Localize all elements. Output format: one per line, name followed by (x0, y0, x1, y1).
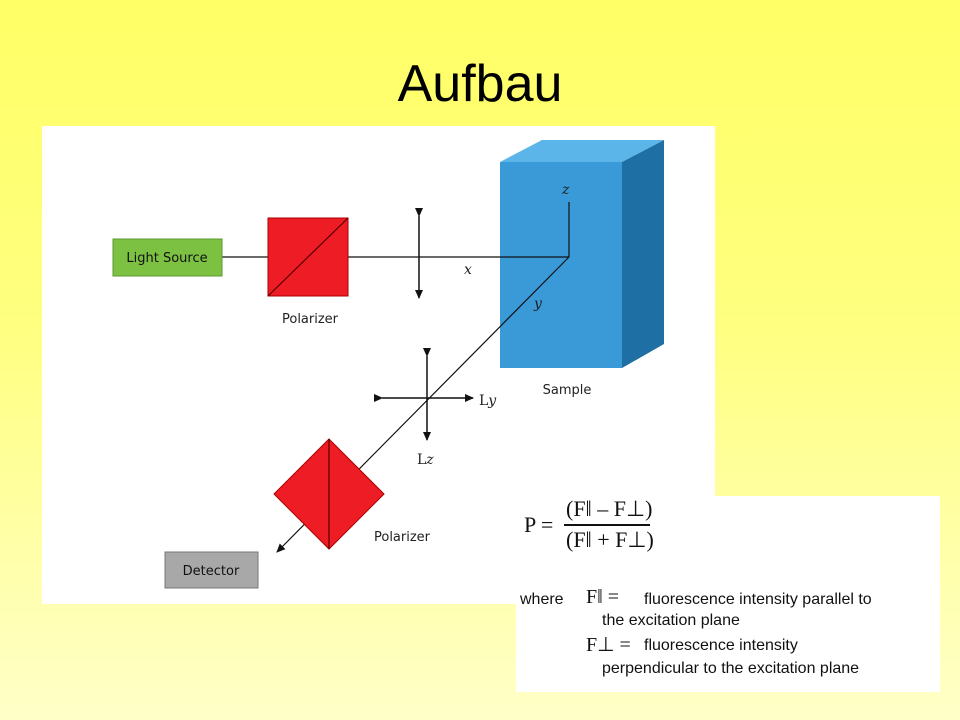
polarization-formula: P = (F‖ – F⊥) (F‖ + F⊥) where F‖ = fluor… (516, 496, 940, 692)
f-perp-definition-1: fluorescence intensity (644, 637, 798, 654)
ly-label: Ly (479, 393, 497, 409)
y-axis-label: y (533, 296, 543, 312)
f-parallel-symbol: F‖ = (586, 586, 620, 608)
lz-label: Lz (417, 452, 434, 468)
f-perp-symbol: F⊥ = (586, 634, 631, 656)
formula-lhs: P = (524, 512, 554, 537)
diagram-svg: z x y Light Source Polarizer Sample Ly L… (112, 140, 664, 589)
sample-side-face (622, 140, 664, 368)
formula-denominator: (F‖ + F⊥) (566, 527, 654, 552)
setup-diagram: z x y Light Source Polarizer Sample Ly L… (42, 126, 715, 604)
light-source-label: Light Source (126, 251, 207, 266)
sample-top-face (500, 140, 664, 162)
where-label: where (520, 591, 564, 608)
x-axis-label: x (464, 262, 472, 278)
polarizer-excitation: Polarizer (267, 217, 349, 327)
sample-cuboid (500, 140, 664, 368)
polarizer-emission-label: Polarizer (374, 530, 431, 545)
formula-numerator: (F‖ – F⊥) (566, 496, 653, 521)
detector-label: Detector (183, 564, 240, 579)
polarizer-emission: Polarizer (273, 438, 431, 550)
f-parallel-definition-1: fluorescence intensity parallel to (644, 591, 872, 608)
polarizer-excitation-label: Polarizer (282, 312, 339, 327)
sample-label: Sample (543, 383, 592, 398)
fraction-bar (564, 524, 650, 526)
light-source: Light Source (112, 238, 223, 277)
z-axis-label: z (561, 182, 570, 198)
f-parallel-definition-2: the excitation plane (602, 612, 740, 629)
f-perp-definition-2: perpendicular to the excitation plane (602, 660, 860, 677)
detector: Detector (164, 551, 259, 589)
slide-title: Aufbau (397, 55, 563, 113)
